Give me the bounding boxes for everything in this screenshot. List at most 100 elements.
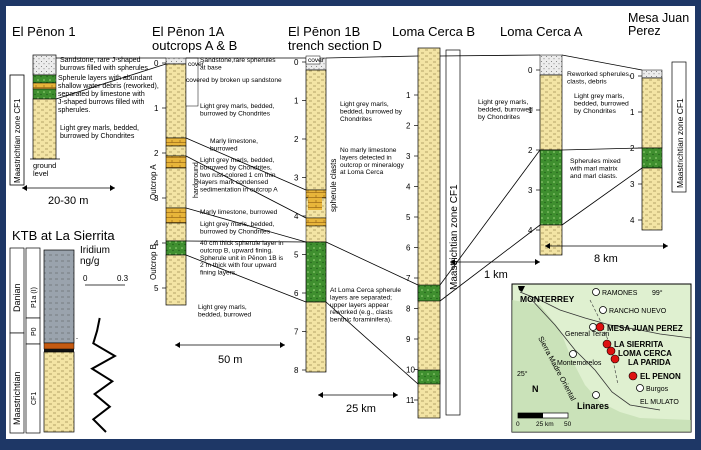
text-line: Reworked spherules, (567, 71, 631, 78)
marl-bed (165, 222, 187, 242)
spherule-bed (539, 149, 563, 226)
site-loma-cerca (606, 346, 616, 356)
depth-tick-label: 2 (154, 149, 159, 158)
depth-tick-label: 5 (154, 284, 159, 293)
depth-tick-label: 1 (630, 108, 635, 117)
place-el-penon: EL PENON (640, 372, 681, 381)
depth-tick-label: 5 (406, 213, 411, 222)
text-line: Light grey marls, bedded, (60, 125, 139, 132)
maastrichtian-marl-column (43, 351, 75, 433)
marl-bed (165, 167, 187, 209)
depth-tick-label: 0 (630, 72, 635, 81)
marl-bed (32, 98, 57, 160)
text-line: layers detected in (340, 154, 392, 161)
marl-bed (305, 301, 327, 373)
marl-bed (539, 224, 563, 256)
place-la-sierrita: LA SIERRITA (614, 340, 664, 349)
scale-0: 0 (516, 421, 520, 428)
marker-ramones (592, 288, 600, 296)
marl-bed (539, 74, 563, 151)
marl-bed (165, 145, 187, 157)
ktb-la-sierrita-panel: KTB at La Sierrita Danian Maastrichtian … (9, 228, 129, 434)
depth-tick-label: 3 (154, 194, 159, 203)
marker-mesa-juan-perez-town (589, 323, 597, 331)
zone-label: Maastrichtian zone CF1 (675, 98, 685, 188)
depth-tick-label: 4 (528, 226, 533, 235)
arrow-head (450, 259, 455, 265)
distance-label: 1 km (484, 269, 508, 281)
text-line: outcrops A & B (152, 38, 237, 53)
spherule-layer (165, 240, 187, 256)
place-monterrey: MONTERREY (520, 294, 575, 304)
marly-limestone-bed (165, 155, 187, 169)
place-montemorelos: Montemorelos (557, 360, 602, 367)
text-line: burrowed by Chondrites (60, 133, 135, 140)
zone-box (671, 61, 687, 193)
depth-tick-label: 2 (528, 146, 533, 155)
correlation-line (561, 147, 643, 151)
depth-tick-label: 3 (630, 180, 635, 189)
iridium-tick-03: 0.3 (117, 274, 129, 283)
text-line: J-shaped burrows filled with (58, 99, 144, 106)
correlation-line (325, 241, 419, 286)
arrow-head (393, 392, 398, 398)
correlation-line (185, 207, 307, 243)
depth-tick-label: 2 (294, 135, 299, 144)
text-line: Iridium (80, 245, 110, 256)
sandstone-bed (32, 54, 57, 76)
depth-tick-label: 11 (406, 396, 415, 405)
distance-label: 25 km (346, 403, 376, 415)
stage-danian: Danian (12, 283, 22, 312)
place-mesa-juan-perez: MESA JUAN PEREZ (607, 324, 683, 333)
danian-marl-column (43, 249, 75, 344)
marly-limestone-bed (165, 207, 187, 224)
text-line: 40 cm thick spherule layer in (200, 240, 284, 247)
place-general-teran: General Teran (565, 331, 609, 338)
zone-p0: P0 (31, 327, 38, 336)
place-rancho-nuevo: RANCHO NUEVO (609, 308, 667, 315)
place-la-parida: LA PARIDA (628, 358, 671, 367)
distance-label: 50 m (218, 354, 242, 366)
outcrop-a-label: Outcrop A (149, 164, 158, 200)
depth-tick-label: 7 (294, 328, 299, 337)
correlation-line (55, 63, 167, 100)
depth-tick-label: 1 (528, 106, 533, 115)
place-loma-cerca: LOMA CERCA (618, 349, 672, 358)
text-line: outcrop B, upward fining. (200, 247, 273, 254)
hardground-label: hardground (193, 162, 200, 198)
text-line: Chondrites (340, 116, 373, 123)
arrow-head (535, 259, 540, 265)
lithology-note: Light grey marls, bedded,burrowed by Cho… (200, 103, 275, 117)
text-line: at base (200, 64, 222, 71)
text-line: by Chondrites (574, 108, 617, 115)
correlation-lines (55, 54, 643, 385)
scale-25: 25 km (536, 421, 554, 428)
text-line: El Pēnon 1B (288, 24, 360, 39)
text-line: 2 m thick with four upward (200, 262, 277, 269)
text-line: outcrop or mineralogy (340, 162, 404, 169)
correlation-line (439, 54, 541, 57)
text-line: layers mark condensed (200, 179, 269, 186)
text-line: Light grey marls, bedded, (200, 221, 275, 228)
site-el-penon (628, 371, 638, 381)
arrow-head (318, 392, 323, 398)
depth-tick-label: 1 (406, 91, 411, 100)
depth-tick-label: 4 (406, 183, 411, 192)
text-line: Spherule unit in Pēnon 1B is (200, 255, 284, 262)
distance-label: 8 km (594, 253, 618, 265)
outcrop-b-label: Outcrop B (149, 244, 158, 280)
arrow-head (280, 342, 285, 348)
text-line: separated by limestone with (58, 91, 145, 98)
marl-bed (641, 167, 663, 231)
